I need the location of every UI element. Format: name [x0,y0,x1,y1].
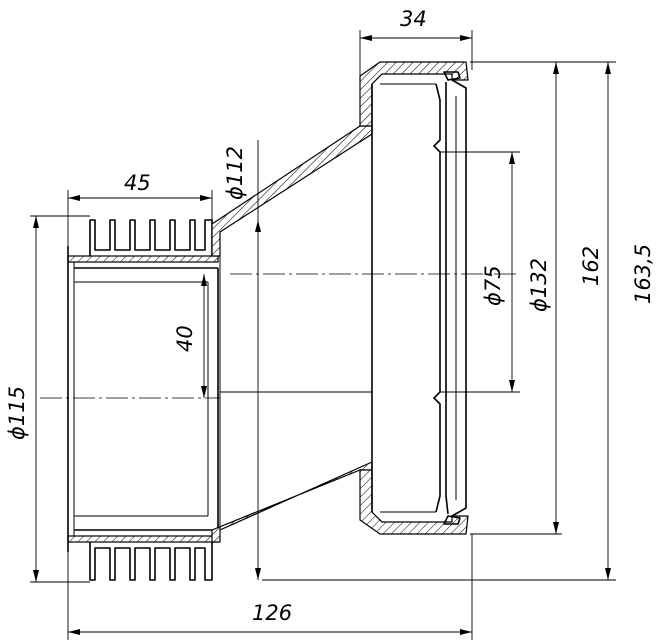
top-fins [89,219,213,256]
label-45: 45 [124,171,151,195]
dimension-163-5: 163,5 [262,61,655,581]
dimension-126: 126 [67,534,473,640]
label-34: 34 [400,7,427,31]
inlet-socket [359,61,469,535]
dimension-phi132: ϕ132 [527,258,551,312]
dimension-phi75: ϕ75 [440,151,520,393]
dimension-phi112: ϕ112 [223,140,261,580]
dimension-45: 45 [67,171,213,246]
label-phi112: ϕ112 [223,146,247,200]
dimension-162: 162 [470,61,603,535]
dimension-40: 40 [173,274,207,398]
dimension-phi115: ϕ115 [5,215,90,583]
label-40: 40 [173,325,197,352]
label-phi75: ϕ75 [481,265,505,306]
label-126: 126 [252,601,292,625]
label-162: 162 [579,246,603,286]
label-phi132: ϕ132 [527,258,551,312]
label-phi115: ϕ115 [5,386,29,440]
bottom-fins [89,542,213,581]
label-163-5: 163,5 [631,244,655,304]
outlet-pipe [67,246,219,552]
dimension-34: 34 [359,7,473,76]
